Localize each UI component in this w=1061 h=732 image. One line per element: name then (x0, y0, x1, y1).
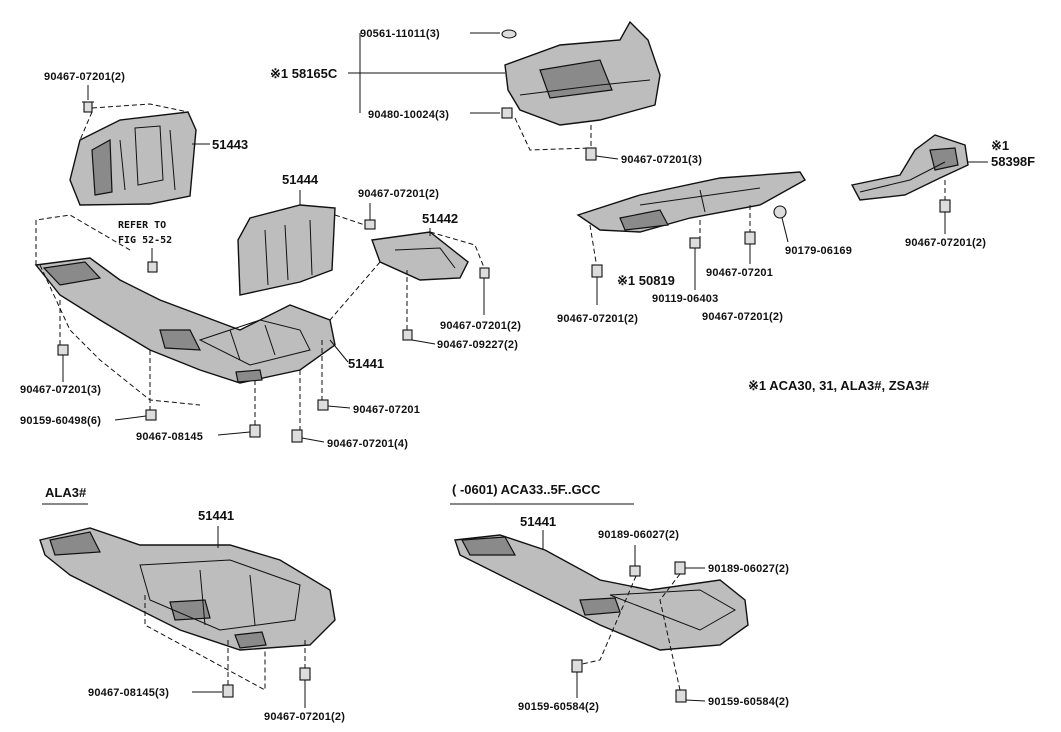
clip-11011-icon (501, 29, 517, 39)
label-ala3-bolt-08145: 90467-08145(3) (88, 687, 169, 699)
aca33-clip-top-icon (629, 565, 641, 577)
label-aca33-clip-right: 90189-06027(2) (708, 563, 789, 575)
label-bolt-mid: 90467-07201 (706, 267, 773, 279)
label-bolt-top-left: 90467-07201(2) (44, 71, 125, 83)
label-bolt-left-3: 90467-07201(3) (20, 384, 101, 396)
bolt-07201-4-icon (291, 429, 303, 443)
section-aca33: ( -0601) ACA33..5F..GCC (452, 482, 601, 497)
bolt-50819-icon (591, 264, 603, 305)
label-58398f: 58398F (991, 154, 1035, 169)
label-clip-06403: 90119-06403 (652, 293, 718, 305)
part-51444-shape (237, 204, 336, 296)
bolt-07201-single-icon (317, 399, 329, 411)
label-51442: 51442 (422, 211, 458, 226)
bolt-60498-icon (145, 409, 157, 421)
label-clip-11011: 90561-11011(3) (360, 28, 440, 40)
nut-10024-icon (501, 107, 513, 119)
footnote: ※1 ACA30, 31, ALA3#, ZSA3# (748, 378, 930, 393)
label-bolt-60498: 90159-60498(6) (20, 415, 101, 427)
label-bolt-mid-2: 90467-07201(2) (702, 311, 783, 323)
section-ala3: ALA3# (45, 485, 87, 500)
clip-refer-icon (147, 261, 158, 273)
refer-line1: REFER TO (118, 220, 166, 231)
ala3-bolt-07201-icon (299, 667, 311, 681)
label-58398f-mark: ※1 (991, 138, 1009, 153)
bolt-58398f-icon (939, 199, 951, 213)
part-ala3-51441-shape (39, 527, 336, 651)
label-51444: 51444 (282, 172, 319, 187)
bolt-mid-icon (744, 231, 756, 245)
label-bolt-08145: 90467-08145 (136, 431, 203, 443)
label-bolt-58398f: 90467-07201(2) (905, 237, 986, 249)
label-bolt-07201-single: 90467-07201 (353, 404, 420, 416)
label-51443: 51443 (212, 137, 248, 152)
bolt-left-3-icon (57, 344, 69, 356)
bolt-under-58165c-icon (585, 147, 597, 161)
aca33-clip-right-icon (674, 561, 686, 575)
bolt-09227-icon (402, 329, 413, 341)
part-50819-shape (576, 171, 806, 233)
label-ala3-51441: 51441 (198, 508, 234, 523)
ala3-bolt-08145-icon (222, 684, 234, 698)
label-bolt-51442: 90467-07201(2) (440, 320, 521, 332)
part-58165c-shape (504, 20, 661, 126)
label-nut-06169: 90179-06169 (785, 245, 852, 257)
label-aca33-bolt-left: 90159-60584(2) (518, 701, 599, 713)
label-51441-main: 51441 (348, 356, 384, 371)
part-58398f-shape (850, 134, 969, 201)
nut-06169-icon (773, 205, 787, 219)
bolt-51444-icon (364, 219, 376, 230)
label-50819: ※1 50819 (617, 273, 675, 288)
bolt-51442-icon (479, 267, 490, 290)
label-bolt-07201-4: 90467-07201(4) (327, 438, 408, 450)
part-51443-shape (69, 111, 197, 206)
bolt-08145-icon (249, 424, 261, 438)
part-51441-main-shape (34, 257, 336, 384)
label-bolt-09227: 90467-09227(2) (437, 339, 518, 351)
label-bolt-50819: 90467-07201(2) (557, 313, 638, 325)
label-58165c: ※1 58165C (270, 66, 338, 81)
label-aca33-clip-top: 90189-06027(2) (598, 529, 679, 541)
aca33-bolt-right-icon (675, 689, 687, 703)
label-aca33-bolt-right: 90159-60584(2) (708, 696, 789, 708)
label-bolt-51444: 90467-07201(2) (358, 188, 439, 200)
aca33-bolt-left-icon (571, 659, 583, 673)
part-aca33-51441-shape (454, 534, 749, 651)
clip-06403-icon (689, 237, 701, 249)
label-bolt-under-58165c: 90467-07201(3) (621, 154, 702, 166)
refer-line2: FIG 52-52 (118, 235, 172, 246)
bolt-top-left-icon (82, 101, 94, 113)
label-aca33-51441: 51441 (520, 514, 556, 529)
label-ala3-bolt-07201: 90467-07201(2) (264, 711, 345, 723)
label-nut-10024: 90480-10024(3) (368, 109, 449, 121)
